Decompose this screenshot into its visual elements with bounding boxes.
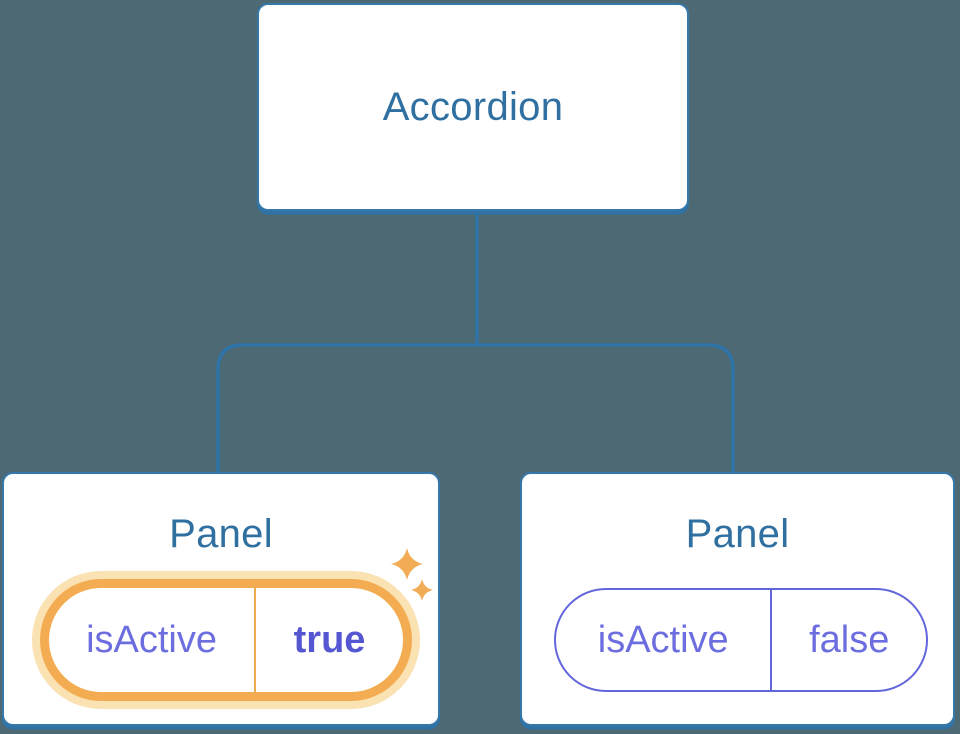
state-value: false [809, 618, 890, 661]
node-accordion: Accordion [257, 3, 689, 211]
connector-branch-bracket [216, 343, 735, 476]
accordion-label: Accordion [382, 84, 564, 129]
sparkles-icon [391, 548, 433, 601]
state-pill-inactive: isActive false [554, 588, 928, 692]
state-pill-active: isActive true [40, 579, 412, 701]
state-label: isActive [556, 590, 773, 690]
node-panel-inactive: Panel isActive false [520, 472, 955, 726]
node-panel-active: Panel isActive true [2, 472, 440, 726]
panel-title: Panel [685, 512, 790, 556]
panel-title: Panel [169, 512, 273, 556]
state-label: isActive [49, 588, 257, 692]
state-value: true [293, 618, 366, 661]
